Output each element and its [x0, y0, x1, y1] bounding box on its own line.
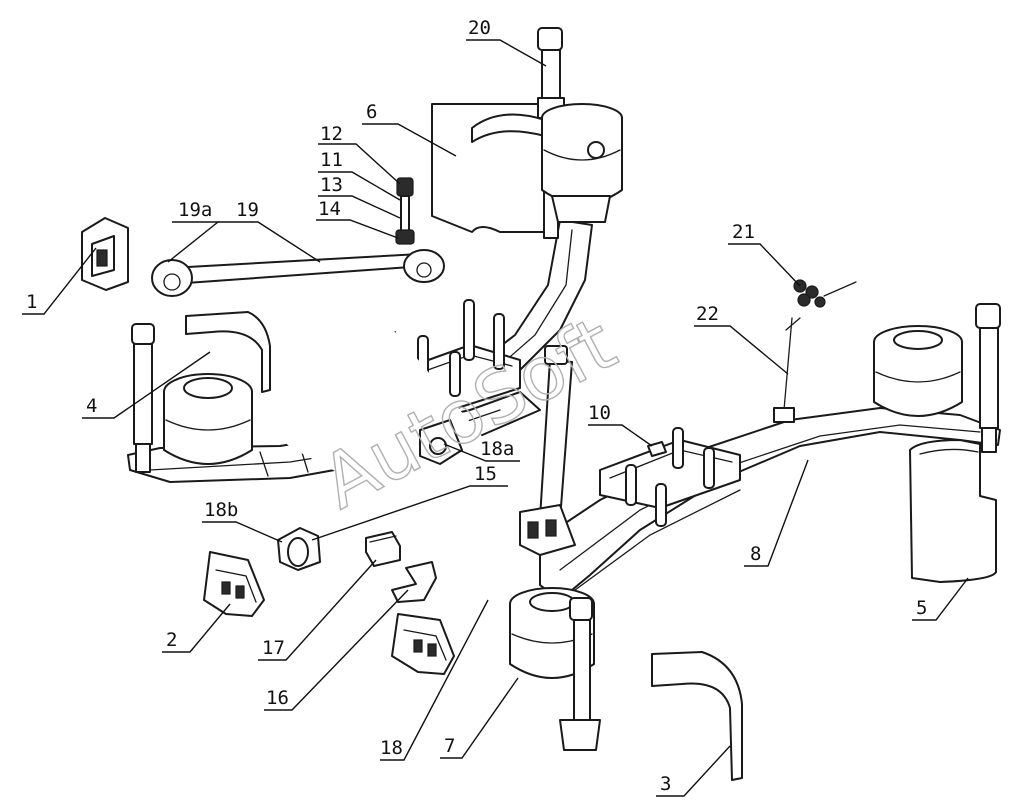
- callout-18: 18: [380, 737, 403, 759]
- parts-11-14-bolt-stack: [395, 177, 415, 245]
- leader-6: [362, 123, 457, 157]
- part-16-strap: [391, 561, 437, 603]
- callout-22: 22: [696, 303, 719, 325]
- leader-lines: [22, 39, 969, 797]
- leader-18b: [202, 521, 283, 543]
- part-17-clamp: [365, 531, 401, 567]
- part-4-left-shield: [185, 311, 271, 393]
- part-3-front-shield: [651, 651, 743, 781]
- callout-16: 16: [266, 687, 289, 709]
- callout-19: 19: [236, 199, 259, 221]
- callout-18b: 18b: [204, 499, 238, 521]
- callout-13: 13: [320, 174, 343, 196]
- leader-17: [258, 559, 377, 661]
- callout-17: 17: [262, 637, 285, 659]
- leader-3: [656, 745, 731, 797]
- callout-21: 21: [732, 221, 755, 243]
- leader-22: [694, 325, 789, 375]
- front-shock-absorber: [559, 597, 601, 751]
- callout-3: 3: [660, 773, 671, 795]
- leader-21: [728, 243, 801, 287]
- callout-6: 6: [366, 101, 377, 123]
- part-6-upper-shield: [431, 103, 546, 233]
- leader-16: [264, 589, 409, 711]
- callout-14: 14: [318, 198, 341, 220]
- upper-air-spring: [541, 103, 623, 223]
- part-18-bracket: [391, 613, 455, 675]
- u-bolts-right: [625, 427, 715, 527]
- leader-5: [912, 577, 969, 621]
- leader-15: [311, 485, 508, 541]
- leader-7: [440, 677, 519, 759]
- callout-18a: 18a: [480, 438, 514, 460]
- callout-15: 15: [474, 463, 497, 485]
- leader-20: [466, 39, 547, 67]
- leader-18: [380, 599, 489, 761]
- callout-20: 20: [468, 17, 491, 39]
- leader-19a: [167, 221, 220, 263]
- bracket-center-right: [519, 504, 576, 556]
- leader-8: [744, 459, 809, 567]
- leader-19: [218, 221, 321, 263]
- leader-11: [318, 171, 401, 201]
- callout-19a: 19a: [178, 199, 212, 221]
- leader-4: [82, 351, 211, 419]
- leader-1: [22, 247, 97, 315]
- left-air-spring: [163, 373, 253, 465]
- leader-10: [588, 424, 653, 447]
- right-air-spring: [873, 325, 963, 417]
- callout-4: 4: [86, 395, 97, 417]
- left-shock-absorber: [131, 323, 155, 473]
- axle-plate-right: [599, 439, 741, 509]
- right-shock-absorber: [975, 303, 1001, 453]
- leader-13: [318, 195, 401, 219]
- callout-10: 10: [588, 402, 611, 424]
- bracket-center-left: [419, 419, 463, 465]
- leader-12: [318, 143, 401, 185]
- part-2-bracket: [203, 551, 265, 617]
- callout-8: 8: [750, 543, 761, 565]
- callout-12: 12: [320, 123, 343, 145]
- part-22-valve-rod: [773, 317, 801, 423]
- callout-labels: 1 2 3 4 5 6 7 8 10 11 12 13 14 15 16 17 …: [26, 17, 927, 795]
- callout-2: 2: [166, 629, 177, 651]
- callout-7: 7: [444, 735, 455, 757]
- part-5-right-shield: [909, 439, 997, 583]
- leader-2: [162, 603, 231, 653]
- part-19-torque-rod: [151, 249, 445, 297]
- part-10-small-block: [647, 441, 667, 457]
- leader-18a: [443, 443, 520, 462]
- callout-1: 1: [26, 291, 37, 313]
- part-1-bracket: [81, 217, 129, 291]
- callout-11: 11: [320, 149, 343, 171]
- callout-5: 5: [916, 597, 927, 619]
- part-21-leveling-valve: [793, 279, 857, 308]
- leader-14: [316, 219, 399, 239]
- part-18b-bushing: [277, 527, 321, 571]
